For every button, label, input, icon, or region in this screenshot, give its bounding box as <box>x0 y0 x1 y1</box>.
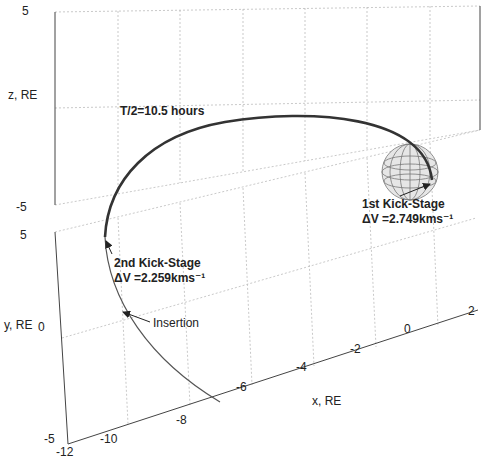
leader-line <box>123 312 150 322</box>
tick-number: -8 <box>176 413 187 427</box>
tick-number: -10 <box>100 432 117 446</box>
insertion-orbit <box>105 237 220 402</box>
axis-title: y, RE <box>4 318 32 332</box>
period-label: T/2=10.5 hours <box>120 104 204 118</box>
tick-number: 5 <box>22 4 29 18</box>
tick-number: -5 <box>44 432 55 446</box>
annotation: ΔV =2.259kms⁻¹ <box>114 271 205 285</box>
grid <box>55 6 480 424</box>
tick-number: 0 <box>404 322 411 336</box>
annotation: 2nd Kick-Stage <box>114 256 201 270</box>
leader-line <box>106 241 112 254</box>
axis-title: z, RE <box>8 88 37 102</box>
tick-number: -12 <box>56 445 73 459</box>
tick-number: 0 <box>38 320 45 334</box>
tick-number: 2 <box>468 304 475 318</box>
tick-number: -4 <box>296 360 307 374</box>
axes <box>55 6 480 444</box>
annotation: 1st Kick-Stage <box>362 197 445 211</box>
annotation: Insertion <box>153 316 199 330</box>
tick-number: -6 <box>236 380 247 394</box>
tick-number: -2 <box>350 342 361 356</box>
annotation: ΔV =2.749kms⁻¹ <box>362 212 453 226</box>
tick-number: -5 <box>16 200 27 214</box>
tick-number: 5 <box>20 228 27 242</box>
leader-line <box>400 184 430 196</box>
axis-title: x, RE <box>312 394 341 408</box>
